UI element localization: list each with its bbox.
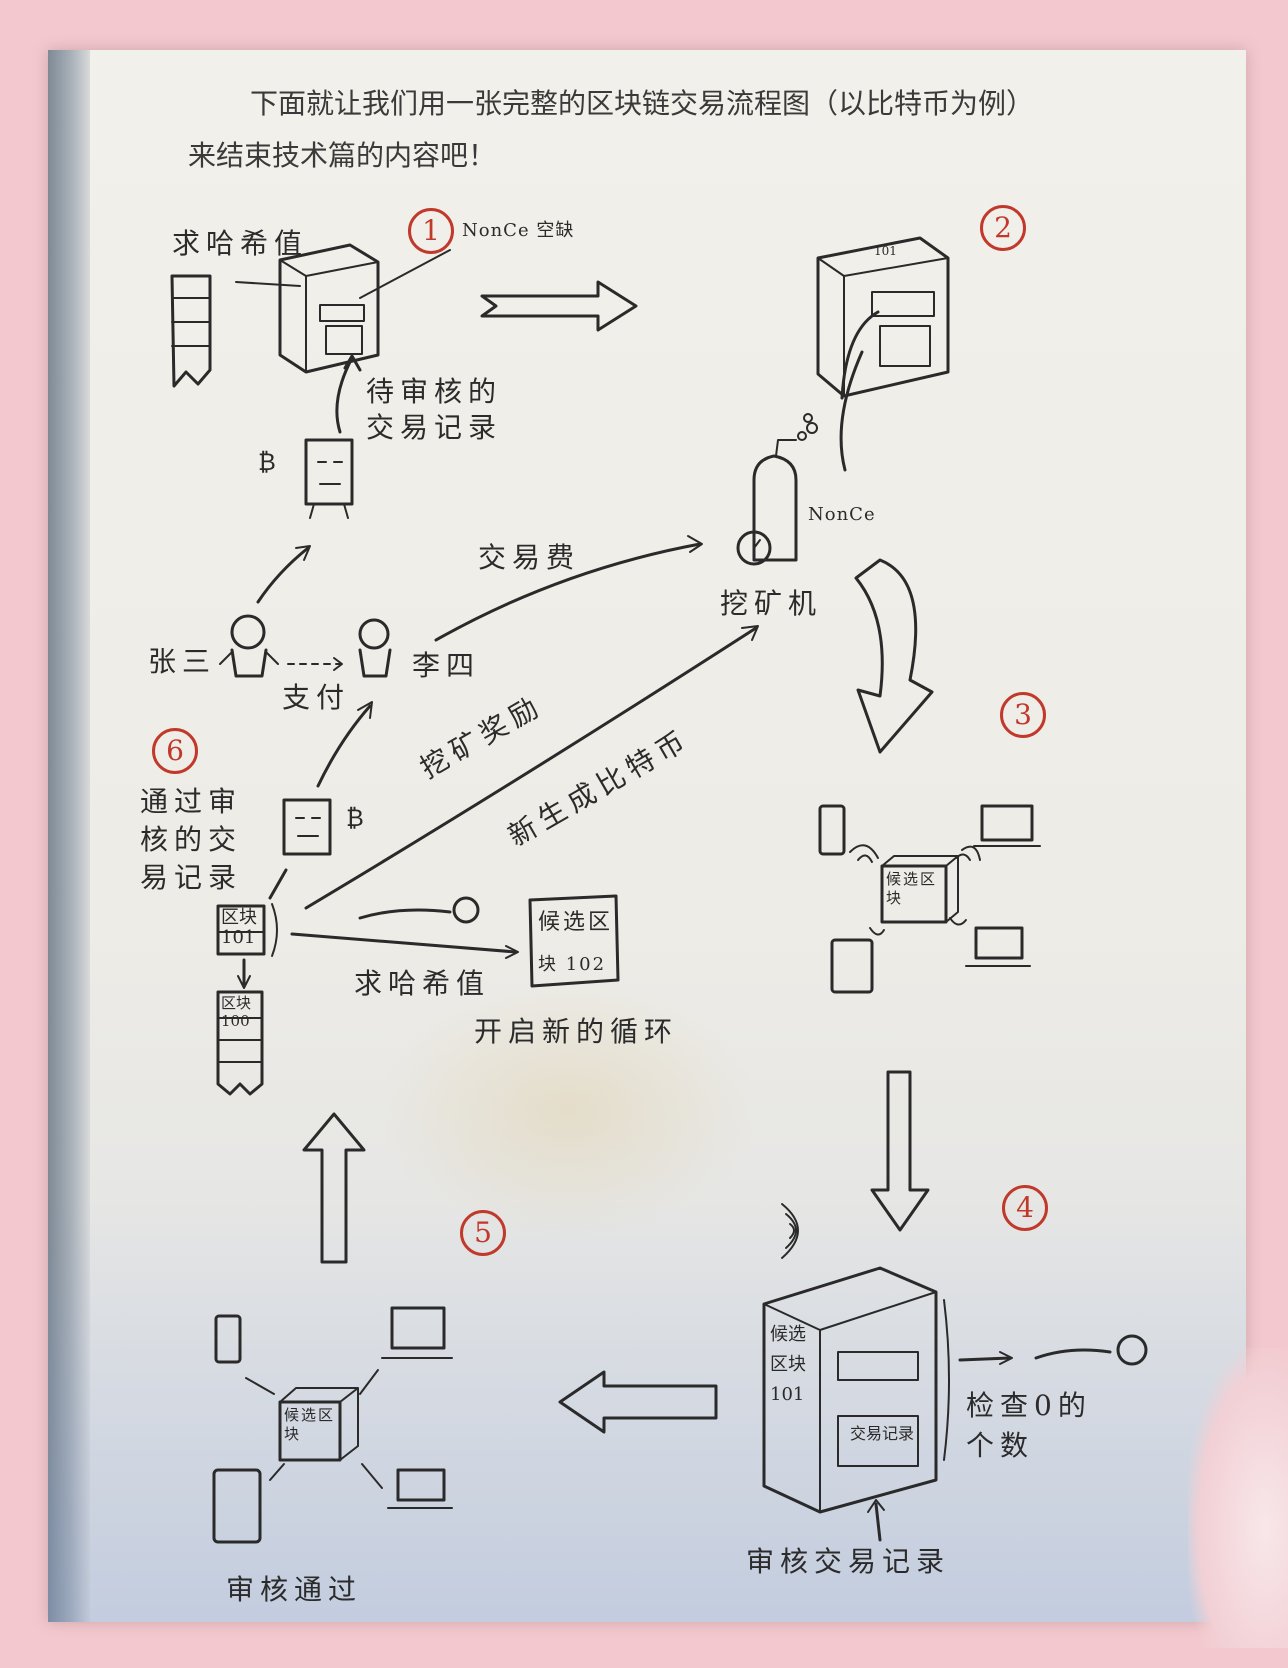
arrow-to-candidate (290, 932, 518, 954)
miner-tank-icon (736, 413, 818, 566)
arrow-up-records (335, 356, 354, 434)
arrow-to-approved (268, 868, 288, 900)
candidate-102-box (528, 894, 620, 988)
blockchain-receipt-icon (170, 274, 212, 388)
book-spine (48, 50, 90, 1622)
brace-right (943, 1299, 950, 1461)
server-machine-icon (278, 243, 380, 374)
label-candidate-block: 候选区块 (886, 870, 938, 907)
label-pay: 支付 (282, 681, 351, 714)
label-check-zeros-2: 个数 (966, 1429, 1035, 1462)
label-approved-2: 核的交 (140, 823, 243, 856)
header-line-1: 下面就让我们用一张完整的区块链交易流程图（以比特币为例） (250, 87, 1035, 120)
flower-petal (1188, 1348, 1288, 1648)
label-block-100: 区块100 (221, 994, 252, 1030)
arrow-right-step2 (480, 280, 638, 332)
label-approved-1: 通过审 (140, 785, 243, 818)
label-zhangsan: 张三 (148, 645, 217, 678)
pointer-line (235, 281, 301, 287)
label-pending-records-1: 待审核的 (366, 375, 503, 408)
step-5-badge: 5 (460, 1210, 506, 1256)
block-101-icon (216, 904, 266, 956)
label-lisi: 李四 (412, 649, 481, 682)
arrow-mining-reward (304, 626, 758, 910)
arrow-up-review (874, 1502, 882, 1542)
label-approved-3: 易记录 (140, 861, 243, 894)
header-line-2: 来结束技术篇的内容吧！ (188, 139, 497, 172)
arrow-nonce-up (839, 350, 864, 472)
brace-block (271, 903, 278, 957)
step-2-badge: 2 (980, 205, 1026, 251)
book-page (48, 50, 1246, 1622)
label-check-zeros-1: 检查0的 (966, 1389, 1092, 1422)
nonce-to-machine-line (840, 310, 880, 400)
page-stain (378, 980, 758, 1240)
label-pending-records-2: 交易记录 (366, 411, 503, 444)
label-candidate-block-5: 候选区块 (284, 1406, 336, 1443)
label-seek-hash-top: 求哈希值 (172, 227, 309, 260)
label-review-passed: 审核通过 (226, 1573, 363, 1606)
arrow-check (958, 1356, 1012, 1362)
label-nonce: NonCe (808, 504, 876, 525)
arrow-tx-fee (434, 542, 702, 642)
page-shadow (48, 1200, 1246, 1622)
records-person-icon (304, 438, 354, 519)
label-tx-fee: 交易费 (478, 541, 581, 574)
label-candidate-block-101: 候选区块101 (770, 1324, 806, 1405)
bitcoin-icon: ₿ (258, 448, 276, 476)
label-seek-hash-bottom: 求哈希值 (354, 967, 491, 1000)
arrow-to-records (256, 546, 310, 604)
zhangsan-person-icon (219, 614, 279, 678)
label-new-cycle: 开启新的循环 (474, 1015, 679, 1048)
step-6-badge: 6 (152, 728, 198, 774)
review-server-icon (762, 1203, 938, 1514)
candidate-block-network (818, 804, 1041, 994)
label-nonce-missing: NonCe 空缺 (462, 220, 575, 241)
step-3-badge: 3 (1000, 692, 1046, 738)
arrow-left-step5 (558, 1370, 718, 1434)
step-1-badge: 1 (408, 208, 454, 254)
lisi-person-icon (358, 618, 392, 678)
label-candidate-102-b: 块 102 (538, 954, 607, 975)
step-4-badge: 4 (1002, 1185, 1048, 1231)
worm-icon (358, 896, 480, 924)
label-miner: 挖矿机 (720, 587, 823, 620)
label-block-101: 区块101 (221, 907, 257, 948)
arrow-up-step6 (302, 1112, 366, 1264)
approved-records-person-icon (282, 798, 332, 856)
block-100-icon (216, 990, 264, 1096)
label-machine-101: 101 (874, 244, 897, 258)
pointer-line (359, 249, 451, 299)
label-tx-record: 交易记录 (850, 1424, 915, 1443)
arrow-curve-step3 (854, 558, 934, 754)
arrow-to-lisi (316, 704, 372, 788)
approved-network (212, 1306, 453, 1544)
worm-sad-icon (1034, 1334, 1148, 1366)
large-server-icon (816, 236, 950, 398)
arrow-down-step4 (870, 1070, 930, 1232)
bitcoin-icon: ₿ (346, 804, 364, 832)
label-candidate-102-a: 候选区 (538, 910, 614, 935)
label-review-records: 审核交易记录 (746, 1545, 951, 1578)
